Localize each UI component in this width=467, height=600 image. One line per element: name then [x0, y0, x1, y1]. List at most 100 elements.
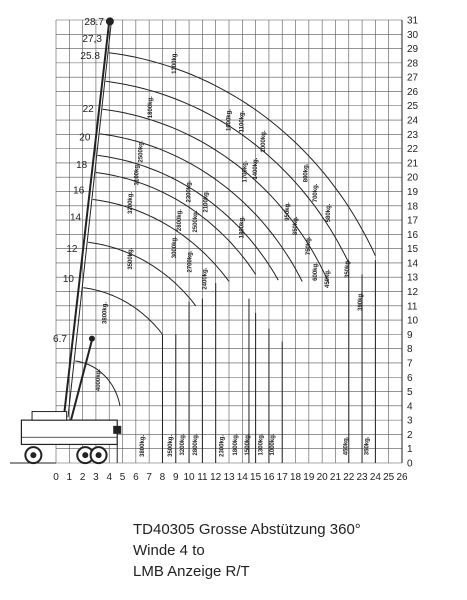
- load-label: 2400kg.: [202, 267, 208, 289]
- crane-boom: [62, 21, 111, 416]
- radius-arc: [95, 172, 257, 275]
- x-tick-label: 17: [277, 472, 289, 483]
- load-label: 3000kg.: [172, 236, 178, 258]
- load-label: 450kg.: [325, 269, 331, 288]
- x-tick-label: 22: [343, 472, 355, 483]
- boom-length-label: 27,3: [82, 34, 102, 45]
- y-tick-label: 16: [407, 230, 419, 241]
- load-label: 3800kg.: [140, 435, 146, 457]
- x-tick-label: 9: [173, 472, 179, 483]
- y-tick-label: 1: [407, 444, 413, 455]
- load-label: 850kg.: [293, 216, 299, 235]
- load-label: 2500kg.: [139, 140, 145, 162]
- x-tick-label: 19: [303, 472, 315, 483]
- radius-limit-lines: [161, 260, 376, 463]
- x-tick-label: 10: [184, 472, 196, 483]
- y-tick-label: 3: [407, 416, 413, 427]
- load-label: 1800kg.: [148, 96, 154, 118]
- load-label: 3500kg.: [128, 247, 134, 269]
- y-tick-label: 8: [407, 344, 413, 355]
- y-tick-label: 31: [407, 16, 419, 27]
- y-tick-label: 2: [407, 430, 413, 441]
- x-tick-label: 21: [330, 472, 342, 483]
- x-tick-label: 7: [146, 472, 152, 483]
- outrigger-pad: [113, 425, 122, 434]
- y-tick-label: 25: [407, 101, 419, 112]
- load-label: 700kg.: [313, 183, 319, 202]
- y-tick-label: 6: [407, 373, 413, 384]
- load-label: 390kg.: [358, 292, 364, 311]
- y-tick-label: 27: [407, 73, 419, 84]
- luffing-cylinder: [67, 339, 93, 432]
- load-label: 1800kg.: [240, 216, 246, 238]
- x-tick-label: 1: [67, 472, 73, 483]
- boom-length-label: 18: [76, 160, 88, 171]
- x-tick-label: 23: [357, 472, 369, 483]
- caption-winch: Winde 4 to: [133, 542, 205, 559]
- radius-arc: [97, 154, 279, 281]
- radius-arc: [105, 80, 350, 264]
- x-tick-label: 16: [263, 472, 275, 483]
- crane-boom-edge: [67, 22, 112, 418]
- boom-head: [105, 17, 114, 26]
- x-tick-label: 5: [120, 472, 126, 483]
- x-tick-label: 20: [317, 472, 329, 483]
- load-label: 2700kg.: [188, 250, 194, 272]
- load-label: 2800kg.: [177, 209, 183, 231]
- load-label: 2300kg.: [186, 180, 192, 202]
- y-tick-label: 14: [407, 258, 419, 269]
- wheel-hub: [95, 452, 102, 459]
- y-tick-label: 29: [407, 44, 419, 55]
- caption-model: TD40305 Grosse Abstützung 360°: [133, 521, 361, 538]
- x-tick-label: 3: [93, 472, 99, 483]
- boom-length-label: 28.7: [84, 17, 104, 28]
- x-tick-label: 13: [223, 472, 235, 483]
- y-tick-label: 17: [407, 216, 419, 227]
- y-tick-label: 21: [407, 158, 419, 169]
- radius-arc: [99, 133, 303, 282]
- carrier-body: [20, 419, 118, 446]
- cylinder-pin: [88, 335, 95, 342]
- x-tick-label: 26: [396, 472, 408, 483]
- caption-lmb: LMB Anzeige R/T: [133, 563, 250, 580]
- radius-arc: [88, 241, 197, 307]
- boom-length-label: 14: [70, 213, 82, 224]
- y-tick-label: 30: [407, 30, 419, 41]
- load-label: 3500kg.: [168, 435, 174, 457]
- x-tick-label: 15: [250, 472, 262, 483]
- y-tick-label: 12: [407, 287, 419, 298]
- x-tick-label: 4: [106, 472, 112, 483]
- load-label: 350kg.: [345, 259, 351, 278]
- boom-length-label: 25.8: [80, 51, 100, 62]
- boom-length-label: 16: [73, 186, 85, 197]
- radius-arc: [102, 108, 330, 284]
- wheel-hub: [82, 452, 89, 459]
- load-label: 1800kg.: [233, 433, 239, 455]
- y-tick-label: 15: [407, 244, 419, 255]
- boom-length-label: 10: [63, 274, 75, 285]
- x-tick-label: 8: [160, 472, 166, 483]
- y-tick-label: 11: [407, 301, 418, 312]
- x-tick-label: 11: [197, 472, 208, 483]
- load-label: 1000kg.: [261, 130, 267, 152]
- load-label: 2100kg.: [204, 190, 210, 212]
- load-label: 1600kg.: [226, 109, 232, 131]
- x-tick-label: 0: [53, 472, 59, 483]
- load-label: 1300kg.: [172, 52, 178, 74]
- boom-length-label: 20: [79, 133, 91, 144]
- load-label: 600kg.: [313, 262, 319, 281]
- radius-arc: [92, 199, 230, 282]
- load-label: 1400kg.: [253, 157, 259, 179]
- y-tick-label: 26: [407, 87, 419, 98]
- boom-length-label: 6.7: [53, 334, 67, 345]
- load-label: 2500kg.: [193, 210, 199, 232]
- x-tick-label: 24: [370, 472, 382, 483]
- y-tick-label: 7: [407, 358, 413, 369]
- load-label: 3200kg.: [180, 433, 186, 455]
- y-tick-label: 4: [407, 401, 413, 412]
- y-tick-label: 10: [407, 316, 419, 327]
- boom-length-label: 22: [83, 104, 95, 115]
- x-tick-label: 6: [133, 472, 139, 483]
